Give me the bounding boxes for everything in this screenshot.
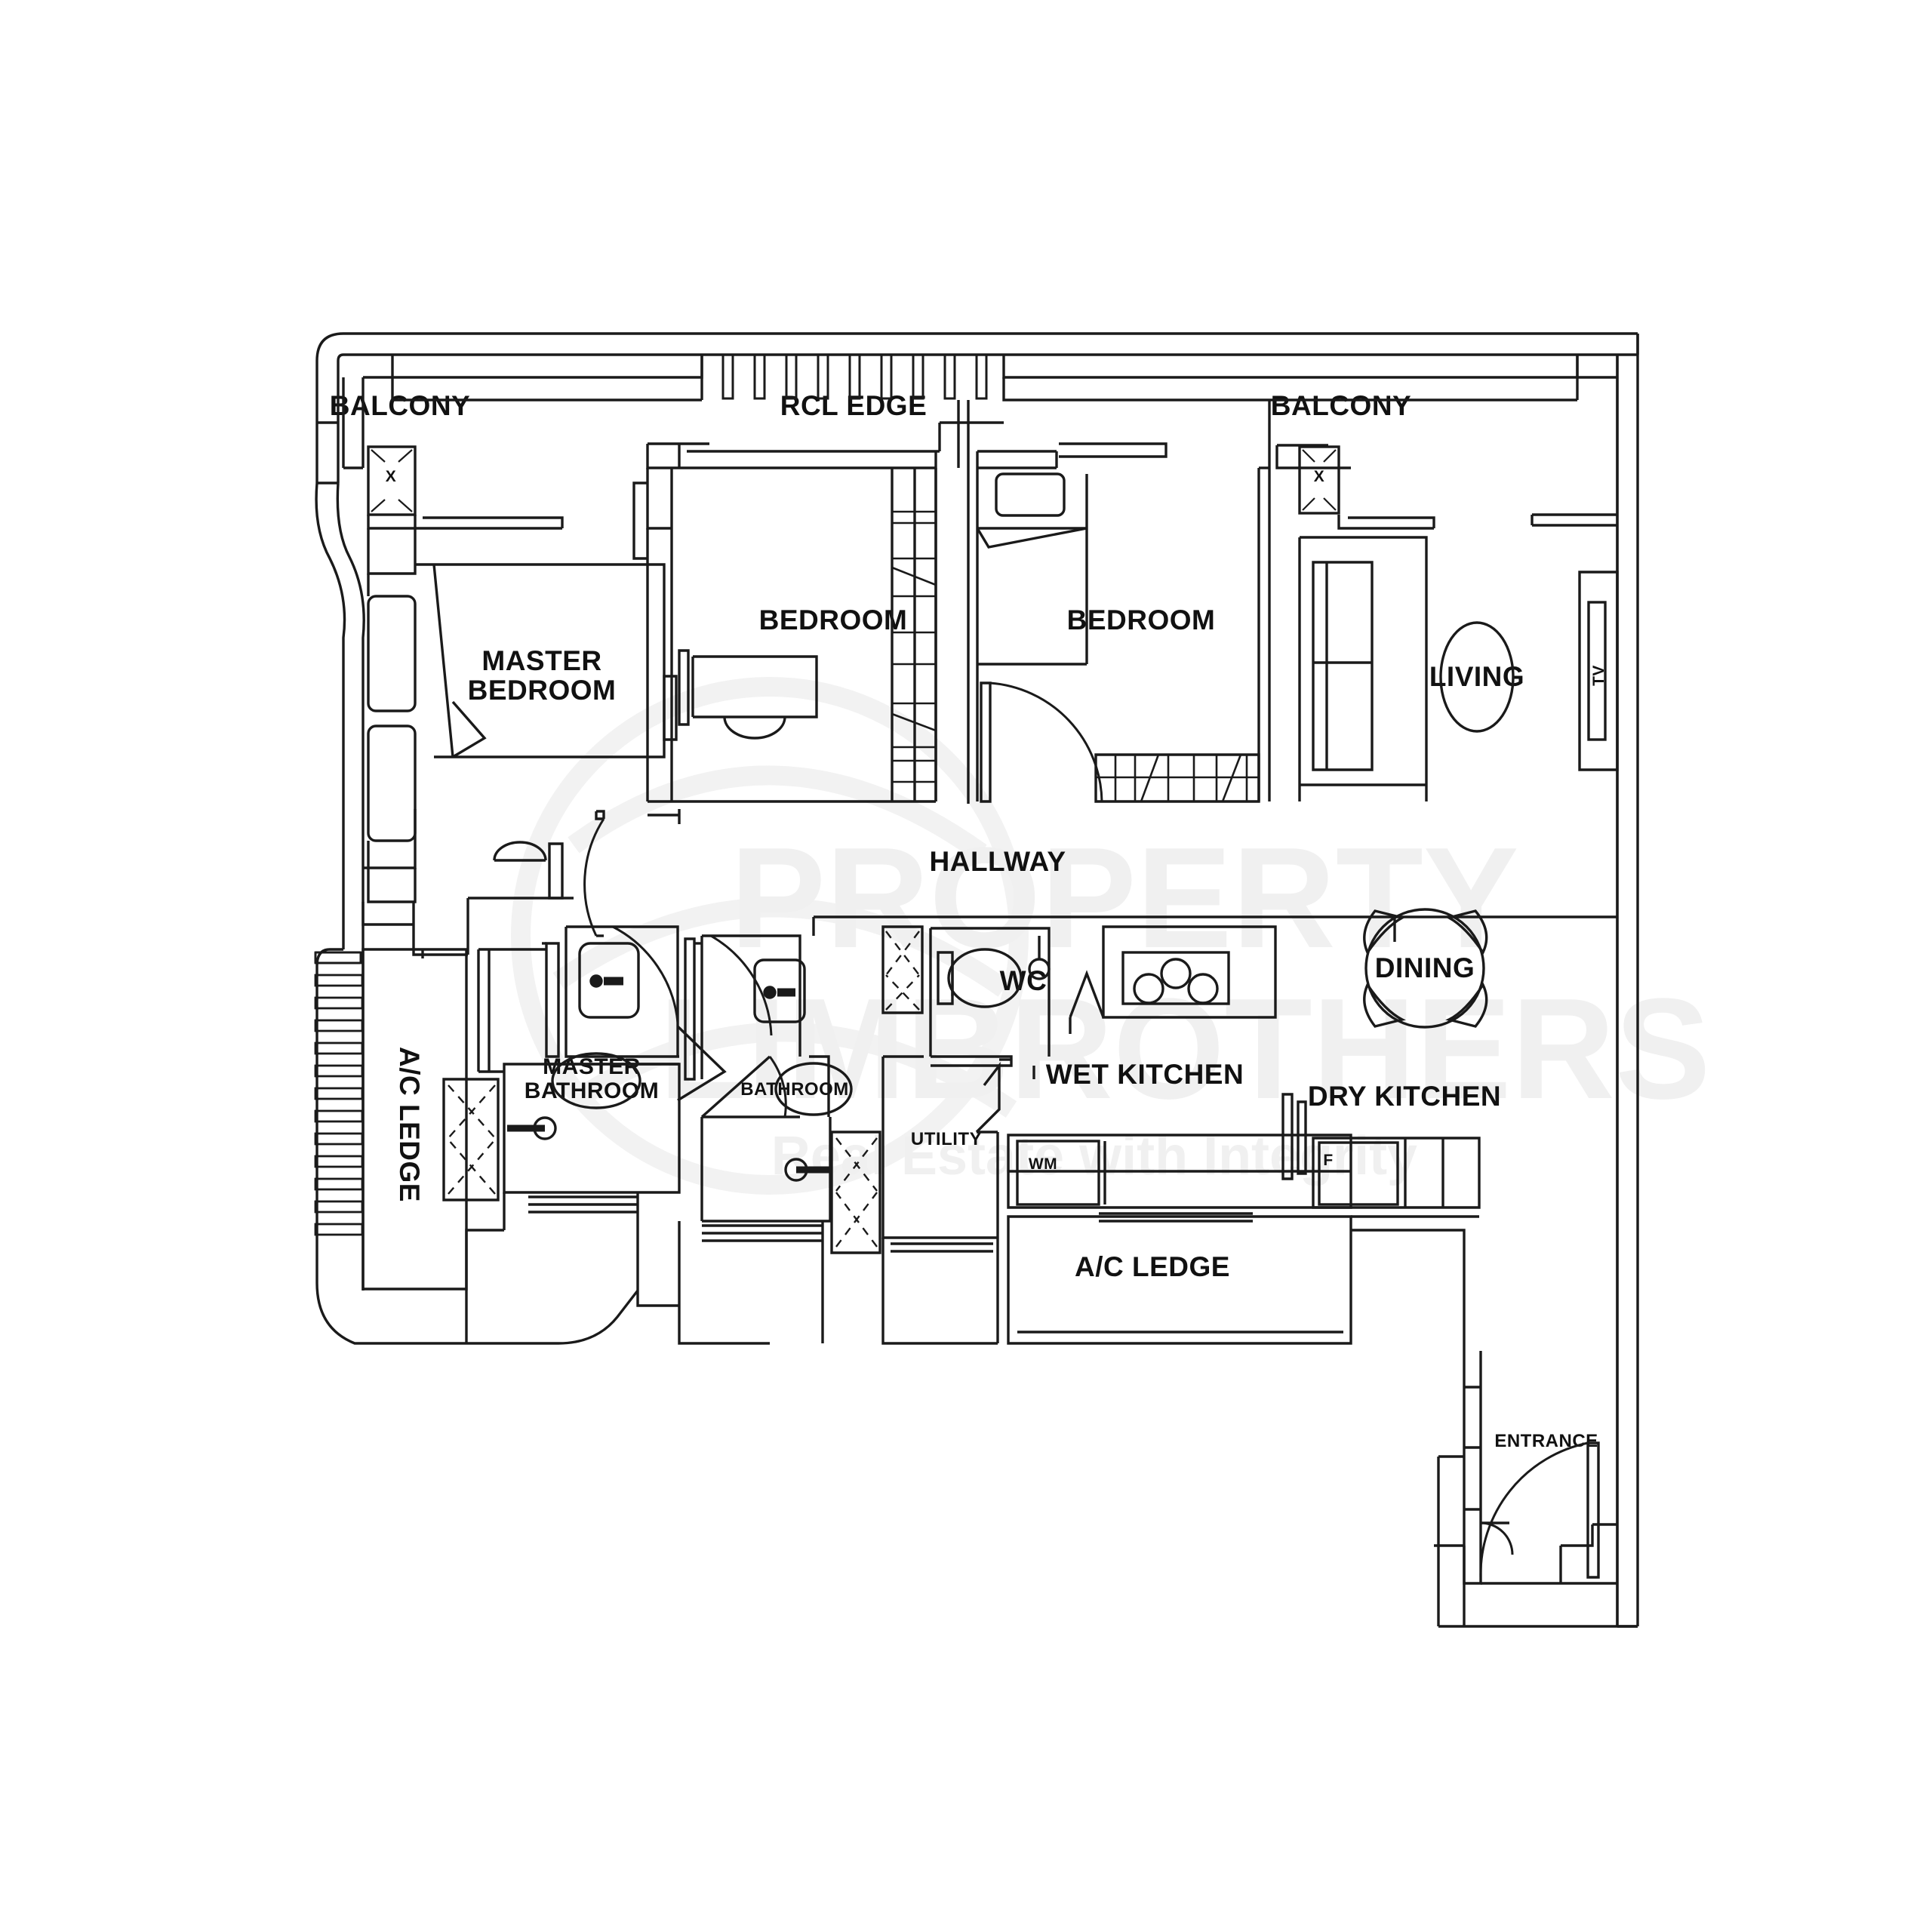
room-label-bedroom-3: BEDROOM — [1066, 605, 1216, 635]
fixture-label-washing-machine: WM — [1028, 1155, 1058, 1173]
room-label-bathroom: BATHROOM — [740, 1079, 849, 1100]
fixture-label-fridge: F — [1323, 1152, 1334, 1169]
room-label-utility: UTILITY — [910, 1129, 983, 1149]
fixture-label-ac-unit-right: X — [1313, 468, 1325, 485]
room-label-balcony-left: BALCONY — [329, 390, 471, 421]
room-label-entrance: ENTRANCE — [1494, 1431, 1598, 1451]
room-label-dining: DINING — [1374, 952, 1475, 983]
fixture-label-ac-unit-left: X — [385, 468, 397, 485]
room-label-ac-ledge-bottom: A/C LEDGE — [1075, 1251, 1230, 1282]
room-label-wet-kitchen: WET KITCHEN — [1045, 1059, 1244, 1090]
room-label-living: LIVING — [1429, 661, 1525, 692]
room-label-bedroom-2: BEDROOM — [758, 605, 908, 635]
watermark-line2: LIMBROTHERS — [659, 969, 1711, 1129]
room-label-hallway: HALLWAY — [929, 846, 1066, 877]
room-label-rcl-edge: RCL EDGE — [780, 390, 928, 421]
room-label-dry-kitchen: DRY KITCHEN — [1307, 1081, 1502, 1112]
room-label-wc: WC — [999, 965, 1048, 996]
room-label-master-bedroom: MASTER BEDROOM — [467, 645, 617, 706]
room-label-balcony-right: BALCONY — [1270, 390, 1412, 421]
